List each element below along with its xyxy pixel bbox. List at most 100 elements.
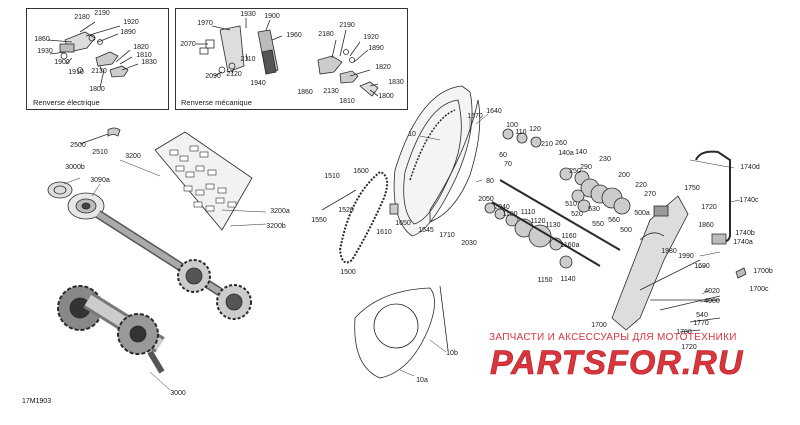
mechanical-reverse-caption: Renverse mécanique xyxy=(181,98,252,107)
callout: 2180 xyxy=(318,31,334,38)
callout: 2110 xyxy=(240,56,256,63)
timing-chain xyxy=(321,170,399,264)
drive-sprockets xyxy=(177,259,252,320)
callout: 540 xyxy=(696,312,708,319)
callout: 140 xyxy=(575,149,587,156)
callout: 530 xyxy=(588,206,600,213)
callout: 1890 xyxy=(368,45,384,52)
callout: 2040 xyxy=(494,204,510,211)
callout: 1670 xyxy=(467,113,483,120)
callout: 1160a xyxy=(560,242,580,249)
callout: 1610 xyxy=(376,229,392,236)
mechanical-reverse-inset xyxy=(175,8,408,110)
callout: 1120 xyxy=(530,218,546,225)
callout: 1700c xyxy=(749,286,769,293)
callout: 1720 xyxy=(701,204,717,211)
leader-lines xyxy=(63,113,741,391)
callout: 2190 xyxy=(94,10,110,17)
callout: 1500 xyxy=(340,269,356,276)
callout: 1690 xyxy=(694,263,710,270)
callout: 1960 xyxy=(286,32,302,39)
callout: 1130 xyxy=(545,222,561,229)
callout: 1910 xyxy=(68,69,84,76)
callout: 1900 xyxy=(264,13,280,20)
callout: 3000b xyxy=(65,164,85,171)
callout: 2070 xyxy=(180,41,196,48)
callout: 2090 xyxy=(205,73,221,80)
callout: 1930 xyxy=(37,48,53,55)
diagram-code: 17M1903 xyxy=(22,398,52,405)
seal-3000b xyxy=(47,181,73,199)
callout: 1800 xyxy=(89,86,105,93)
electric-reverse-inset xyxy=(26,8,169,110)
callout: 1810 xyxy=(339,98,355,105)
callout: 2180 xyxy=(74,14,90,21)
callout: 2130 xyxy=(323,88,339,95)
callout: 80 xyxy=(486,178,494,185)
gearbox-housing xyxy=(611,195,689,331)
callout: 110 xyxy=(515,129,527,136)
callout: 1890 xyxy=(120,29,136,36)
bolts xyxy=(639,259,747,333)
callout: 1860 xyxy=(698,222,714,229)
callout: 1545 xyxy=(418,227,434,234)
gear-stack xyxy=(484,128,631,269)
drive-axle-3000 xyxy=(57,285,165,374)
callout: 1740b xyxy=(735,230,755,237)
callout: 550 xyxy=(592,221,604,228)
callout: 1160 xyxy=(561,233,577,240)
watermark-logo: PARTSFOR.RU xyxy=(490,344,744,381)
callout: 1920 xyxy=(363,34,379,41)
callout: 1820 xyxy=(375,64,391,71)
electric-reverse-caption: Renverse électrique xyxy=(33,98,100,107)
callout: 1970 xyxy=(197,20,213,27)
callout: 1510 xyxy=(324,173,340,180)
watermark-logo-text: PARTSFOR.RU xyxy=(490,344,744,381)
callout: 100 xyxy=(506,122,518,129)
callout: 10a xyxy=(416,377,428,384)
callout: 4020 xyxy=(704,288,720,295)
callout: 1990 xyxy=(678,253,694,260)
callout: 120 xyxy=(529,126,541,133)
callout: 560 xyxy=(608,217,620,224)
callout: 500a xyxy=(634,210,650,217)
callout: 1930 xyxy=(240,11,256,18)
callout: 1710 xyxy=(439,232,455,239)
callout: 1800 xyxy=(378,93,394,100)
callout: 2190 xyxy=(339,22,355,29)
callout: 2510 xyxy=(92,149,108,156)
callout: 1520 xyxy=(338,207,354,214)
callout: 200 xyxy=(618,172,630,179)
callout: 1980 xyxy=(661,248,677,255)
callout: 70 xyxy=(504,161,512,168)
callout: 210 xyxy=(541,141,553,148)
callout: 1700 xyxy=(591,322,607,329)
callout: 1780 xyxy=(676,329,692,336)
callout: 3200a xyxy=(270,208,290,215)
mechanical-reverse-parts xyxy=(196,18,379,97)
callout: 1650 xyxy=(395,220,411,227)
callout: 1920 xyxy=(123,19,139,26)
callout: 2050 xyxy=(478,196,494,203)
callout: 290 xyxy=(580,164,592,171)
callout: 1740c xyxy=(739,197,759,204)
callout: 1770 xyxy=(693,320,709,327)
callout: 140a xyxy=(558,150,574,157)
callout: 4000 xyxy=(704,298,720,305)
callout: 3200b xyxy=(266,223,286,230)
callout: 3200 xyxy=(125,153,141,160)
reverse-cable xyxy=(695,150,731,245)
callout: 230 xyxy=(599,156,611,163)
callout: 2120 xyxy=(226,71,242,78)
callout: 1700b xyxy=(753,268,773,275)
callout: 1810 xyxy=(136,52,152,59)
chaincase-cover xyxy=(393,85,481,237)
clip-2510 xyxy=(79,127,121,145)
callout: 1900 xyxy=(54,59,70,66)
callout: 250 xyxy=(569,168,581,175)
callout: 1860 xyxy=(297,89,313,96)
callout: 1750 xyxy=(684,185,700,192)
callout: 270 xyxy=(644,191,656,198)
callout: 500 xyxy=(620,227,632,234)
